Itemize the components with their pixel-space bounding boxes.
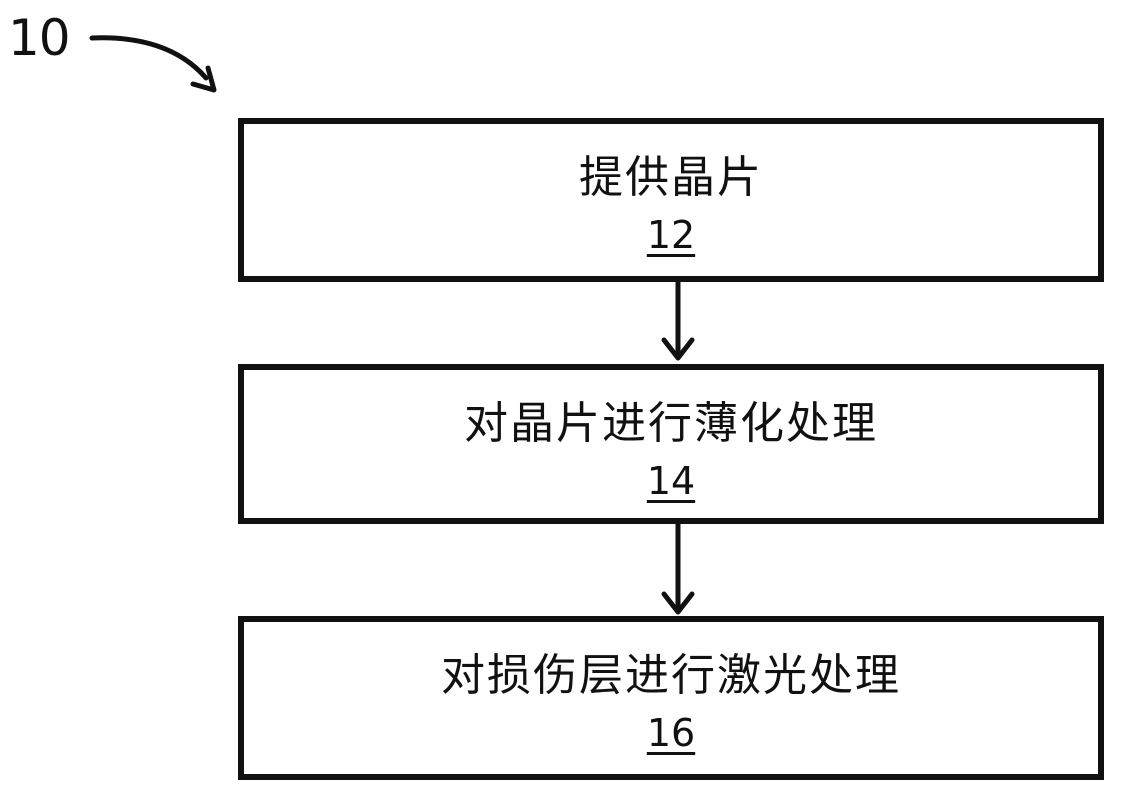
step-number-text: 14: [646, 459, 696, 503]
step-number-text: 16: [646, 711, 696, 755]
reference-pointer-line: [89, 35, 209, 81]
reference-pointer-arrowhead: [190, 65, 217, 93]
step-label: 对损伤层进行激光处理: [441, 650, 901, 701]
step-number: 14: [244, 458, 1098, 504]
connector-arrowhead: [661, 337, 695, 361]
connector-arrow-2-3: [661, 524, 695, 615]
step-label: 提供晶片: [579, 152, 763, 203]
step-box-provide-wafer: 提供晶片 12: [238, 118, 1104, 282]
connector-arrowhead: [661, 591, 695, 615]
step-label: 对晶片进行薄化处理: [464, 398, 878, 449]
step-box-thinning: 对晶片进行薄化处理 14: [238, 364, 1104, 524]
step-number: 16: [244, 710, 1098, 756]
step-number-text: 12: [646, 213, 696, 257]
step-box-laser-treatment: 对损伤层进行激光处理 16: [238, 616, 1104, 780]
step-number: 12: [244, 212, 1098, 258]
connector-arrow-1-2: [661, 282, 695, 361]
figure-reference-numeral: 10: [8, 9, 71, 67]
